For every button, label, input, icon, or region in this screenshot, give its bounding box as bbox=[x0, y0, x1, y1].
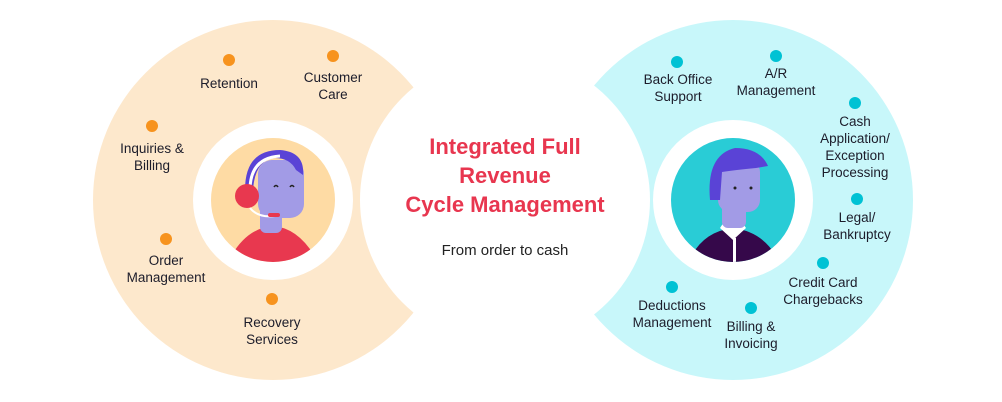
left-dots bbox=[146, 50, 339, 305]
diagram-subtitle: From order to cash bbox=[441, 242, 569, 259]
right-item-legal-bankruptcy: Legal/ Bankruptcy bbox=[823, 210, 891, 242]
right-item-credit-card-chargebacks: Credit Card Chargebacks bbox=[783, 275, 863, 307]
left-item-recovery-services: Recovery Services bbox=[243, 315, 301, 347]
customer-support-agent-icon bbox=[211, 138, 335, 262]
right-item-ar-management: A/R Management bbox=[736, 66, 816, 98]
diagram-title: Integrated Full Revenue Cycle Management bbox=[405, 134, 605, 217]
right-item-back-office-support: Back Office Support bbox=[643, 72, 713, 104]
right-item-cash-application: Cash Application/ Exception Processing bbox=[820, 114, 890, 180]
right-item-billing-invoicing: Billing & Invoicing bbox=[724, 319, 778, 351]
left-item-retention: Retention bbox=[200, 76, 258, 91]
back-office-person-icon bbox=[671, 138, 795, 262]
right-item-deductions-management: Deductions Management bbox=[632, 298, 712, 330]
right-dots bbox=[666, 50, 863, 314]
left-item-inquiries-billing: Inquiries & Billing bbox=[120, 141, 184, 173]
left-item-order-management: Order Management bbox=[126, 253, 206, 285]
left-item-customer-care: Customer Care bbox=[303, 70, 363, 102]
